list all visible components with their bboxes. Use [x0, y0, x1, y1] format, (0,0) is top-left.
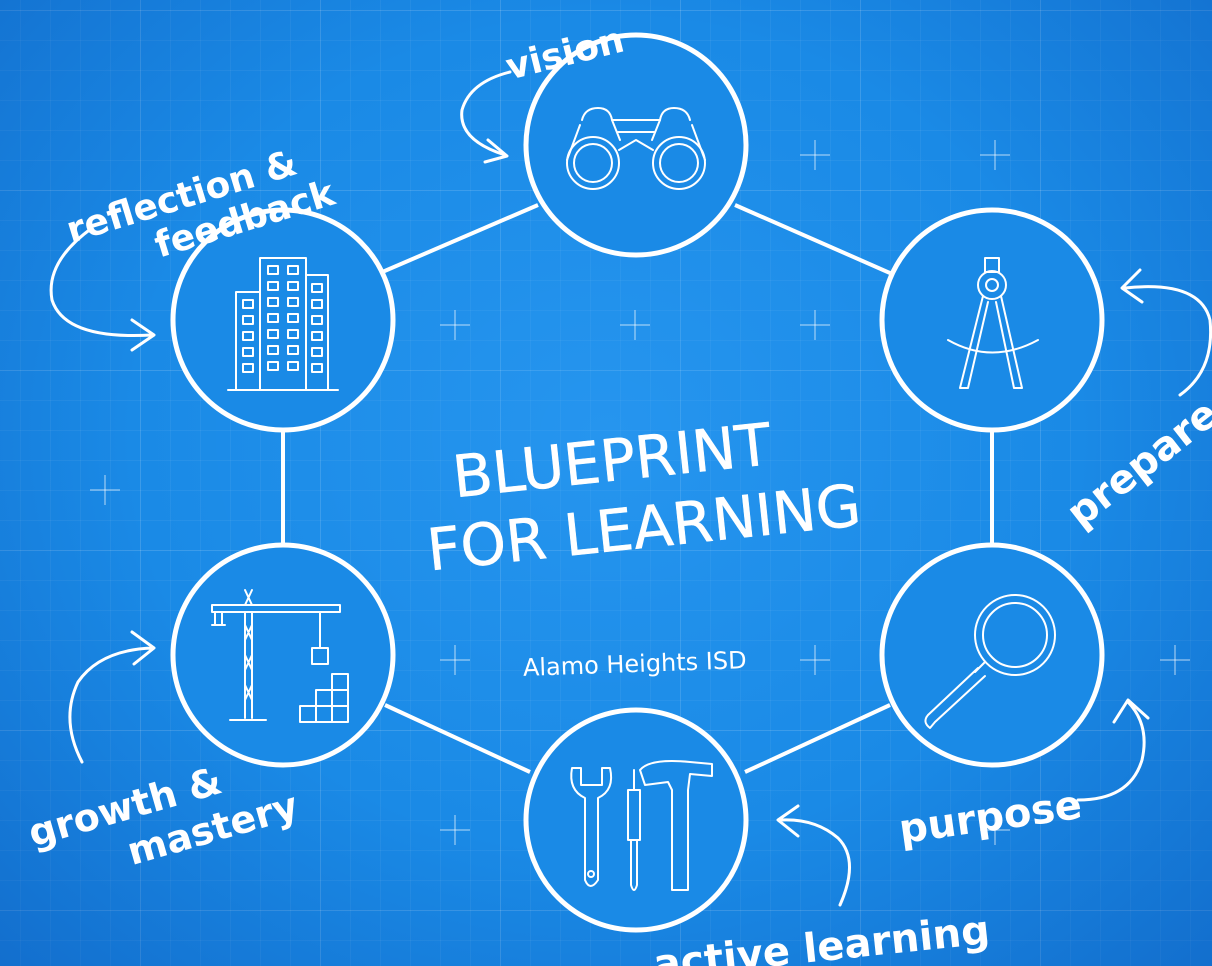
arrow-purpose — [1076, 698, 1150, 802]
node-growth-mastery — [170, 542, 396, 768]
node-purpose — [879, 542, 1105, 768]
subtitle: Alamo Heights ISD — [522, 646, 747, 682]
arrow-prepare — [1120, 268, 1212, 397]
arrow-vision — [460, 70, 512, 164]
grid-crosses — [90, 140, 1190, 845]
construction-crane-icon — [211, 589, 349, 723]
label-prepare: prepare — [1058, 391, 1212, 537]
node-prepare — [879, 207, 1105, 433]
magnifying-glass-icon — [924, 594, 1056, 729]
arrow-growth-mastery — [68, 630, 156, 764]
node-reflection-feedback — [170, 207, 396, 433]
tools-icon — [570, 760, 713, 891]
label-active-learning: active learning — [651, 907, 991, 966]
drafting-compass-icon — [947, 257, 1039, 389]
hexagon-connectors — [281, 203, 994, 774]
arrow-reflection-feedback — [49, 226, 156, 352]
node-active-learning — [523, 707, 749, 933]
title-line-1: BLUEPRINT — [449, 410, 774, 511]
center-title: BLUEPRINT FOR LEARNING — [424, 410, 865, 585]
node-vision — [523, 32, 749, 258]
binoculars-icon — [566, 107, 706, 190]
arrow-active-learning — [776, 804, 851, 907]
buildings-icon — [227, 257, 339, 391]
label-purpose: purpose — [896, 782, 1085, 853]
